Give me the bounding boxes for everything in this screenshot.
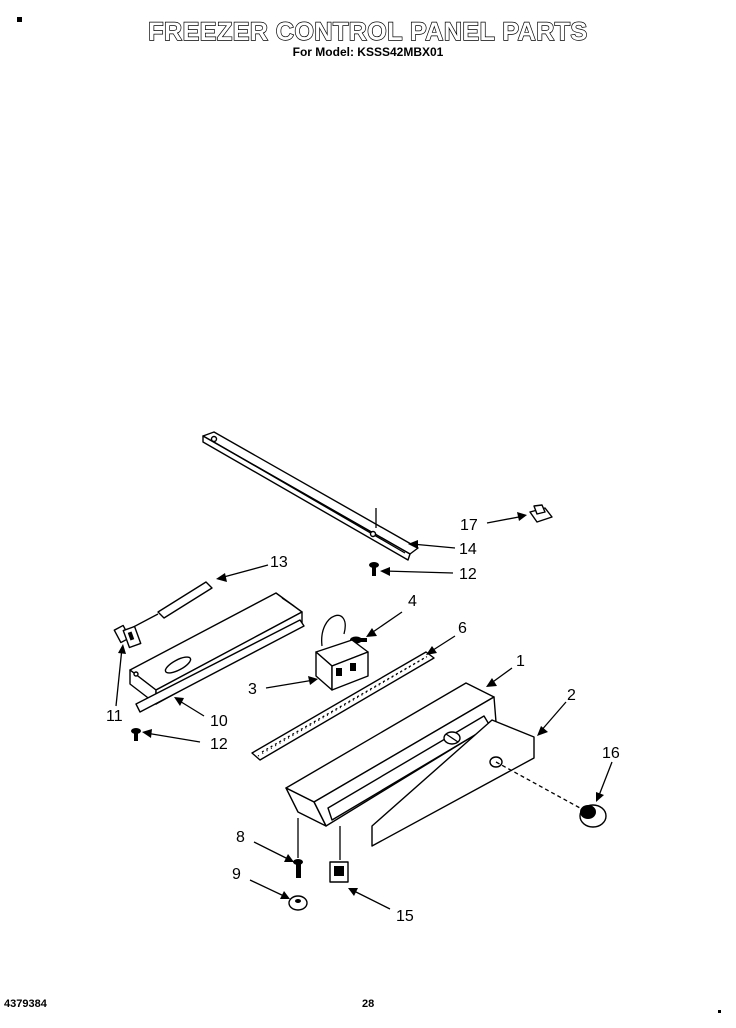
- part-3-control: [315, 614, 369, 691]
- callout-4: 4: [408, 593, 417, 610]
- page-number: 28: [362, 998, 375, 1010]
- part-1-housing: [285, 682, 497, 827]
- part-13-sensor-tube: [113, 581, 213, 644]
- part-15-connector: [329, 826, 349, 883]
- part-17-clip: [529, 504, 553, 523]
- callout-3: 3: [248, 681, 257, 698]
- part-12-screw-upper: [369, 562, 379, 576]
- callout-15: 15: [396, 908, 414, 925]
- callout-2: 2: [567, 687, 576, 704]
- callout-8: 8: [236, 829, 245, 846]
- callout-13: 13: [270, 554, 288, 571]
- part-11-clip: [122, 625, 142, 649]
- corner-mark-top-left: [17, 17, 22, 22]
- part-14-top-rail: [202, 431, 419, 561]
- callout-12-upper: 12: [459, 566, 477, 583]
- callout-9: 9: [232, 866, 241, 883]
- callout-16: 16: [602, 745, 620, 762]
- callout-1: 1: [516, 653, 525, 670]
- leader-arrows: [115, 512, 613, 910]
- part-8-screw: [293, 818, 303, 878]
- callout-11: 11: [106, 708, 123, 725]
- callout-10: 10: [210, 713, 228, 730]
- part-6-perforated-strip: [251, 651, 435, 761]
- callout-12-lower: 12: [210, 736, 228, 753]
- part-12-screw-lower: [131, 728, 141, 741]
- page-title: FREEZER CONTROL PANEL PARTS: [148, 17, 588, 46]
- callout-6: 6: [458, 620, 467, 637]
- document-number: 4379384: [4, 998, 47, 1010]
- callout-17: 17: [460, 517, 478, 534]
- part-9-cap: [288, 895, 308, 911]
- callout-14: 14: [459, 541, 477, 558]
- callout-labels: 1 2 3 4 6 8 9 10 11 12 12 13 14 15 16 17: [106, 517, 620, 925]
- model-subtitle: For Model: KSSS42MBX01: [292, 45, 444, 59]
- part-16-knob: [495, 761, 607, 828]
- corner-mark-bottom-right: [718, 1010, 721, 1013]
- part-10-bracket: [129, 592, 305, 713]
